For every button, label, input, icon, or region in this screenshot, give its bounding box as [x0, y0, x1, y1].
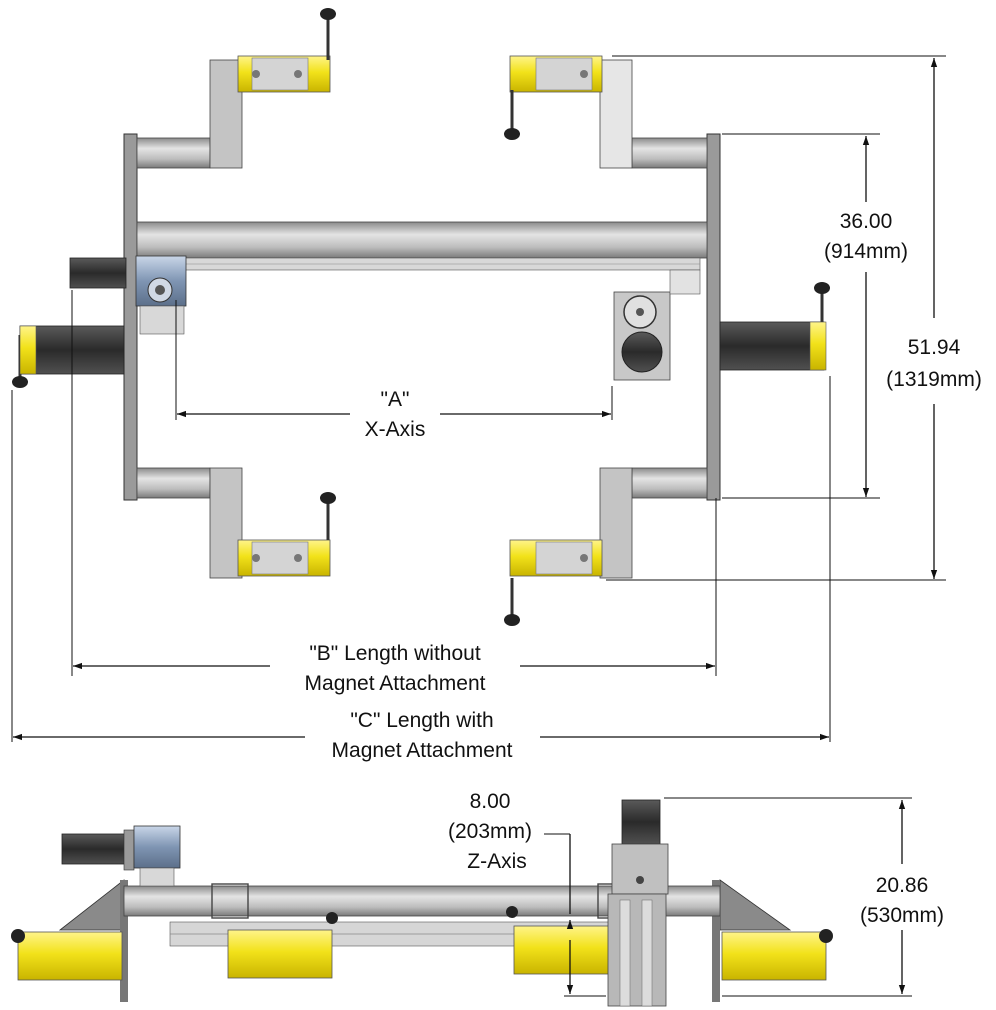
b-label-sub: Magnet Attachment [305, 672, 486, 695]
side-drive-motor [61, 833, 127, 865]
side-view [11, 799, 833, 1007]
dimension-annotations: 36.00 (914mm) 51.94 (1319mm) "A" X-Axis … [11, 55, 982, 997]
upper-left-tube [136, 137, 211, 169]
z-axis-label: Z-Axis [467, 850, 527, 873]
right-frame-bar [706, 133, 721, 501]
lower-right-arm [599, 467, 633, 579]
right-gusset [719, 879, 792, 931]
drive-motor [69, 257, 127, 289]
side-magnet-4 [721, 931, 827, 981]
left-gusset [58, 879, 125, 931]
side-height-metric: (530mm) [860, 904, 944, 927]
z-travel-metric: (203mm) [448, 820, 532, 843]
side-magnet-2 [227, 929, 333, 979]
left-frame-bar [123, 133, 138, 501]
height-outer-value: 51.94 [908, 336, 961, 359]
a-axis-label: X-Axis [365, 418, 426, 441]
side-magnet-3 [513, 925, 615, 975]
side-magnet-1 [17, 931, 123, 981]
x-axis-beam [136, 221, 708, 259]
upper-right-tube [631, 137, 708, 169]
b-label: "B" Length without [309, 642, 481, 665]
lower-right-tube [631, 467, 708, 499]
upper-left-arm [209, 59, 243, 169]
lower-left-magnet [237, 539, 331, 577]
lower-right-magnet [509, 539, 603, 577]
c-label: "C" Length with [350, 709, 493, 732]
upper-right-arm [599, 59, 633, 169]
side-z-column [607, 799, 669, 1007]
height-outer-metric: (1319mm) [886, 368, 982, 391]
lower-left-tube [136, 467, 211, 499]
c-label-sub: Magnet Attachment [332, 739, 513, 762]
top-view [12, 8, 830, 626]
height-inner-value: 36.00 [840, 210, 893, 233]
right-side-magnet [719, 321, 827, 371]
z-axis-carriage [613, 269, 701, 381]
a-label: "A" [381, 388, 410, 411]
height-inner-metric: (914mm) [824, 240, 908, 263]
lower-left-arm [209, 467, 243, 579]
side-gearbox [133, 825, 181, 869]
upper-left-magnet [237, 55, 331, 93]
z-travel-value: 8.00 [470, 790, 511, 813]
upper-right-magnet [509, 55, 603, 93]
side-height-value: 20.86 [876, 874, 929, 897]
